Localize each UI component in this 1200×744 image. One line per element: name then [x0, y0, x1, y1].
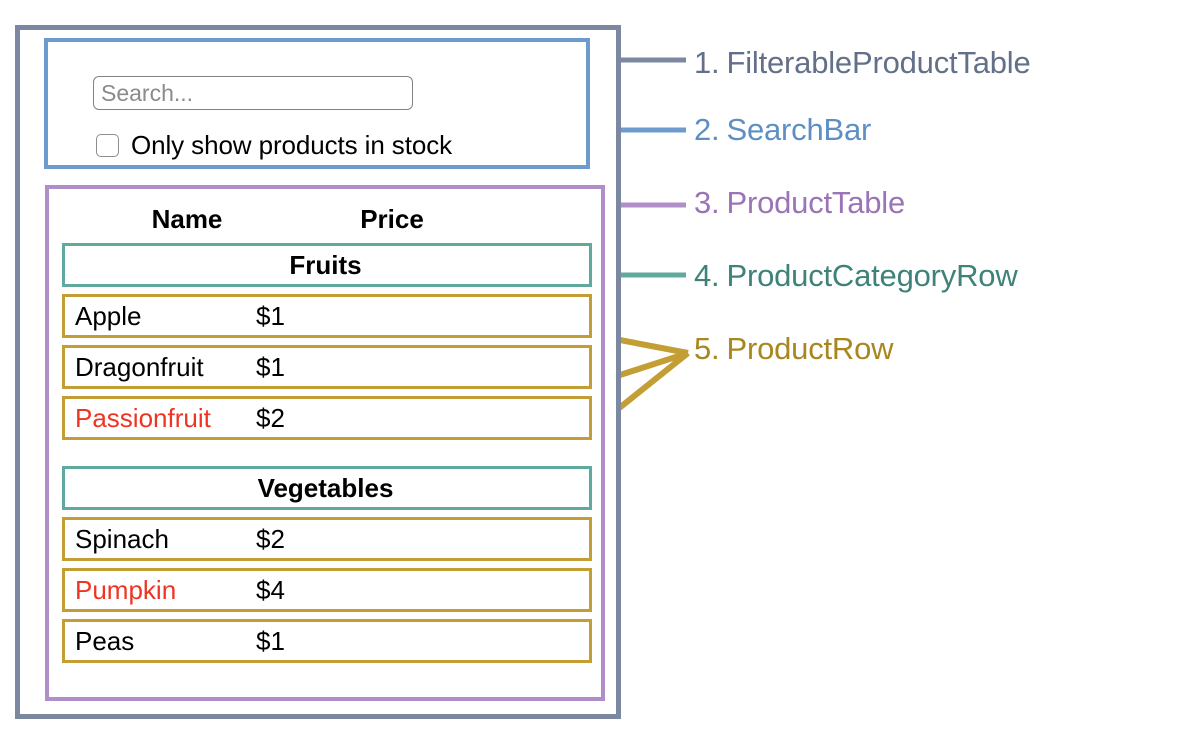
legend-number: 3.	[694, 185, 720, 220]
product-name: Passionfruit	[75, 402, 211, 433]
product-row: Pumpkin $4	[62, 568, 592, 612]
legend-item-product-category-row: 4.ProductCategoryRow	[694, 258, 1018, 294]
legend-label: ProductCategoryRow	[726, 258, 1018, 293]
in-stock-filter-row[interactable]: Only show products in stock	[96, 130, 452, 161]
product-price: $2	[256, 523, 285, 554]
product-name: Pumpkin	[75, 574, 177, 605]
product-price: $4	[256, 574, 285, 605]
legend-label: ProductTable	[726, 185, 906, 220]
product-category-label: Vegetables	[257, 472, 394, 503]
product-row: Apple $1	[62, 294, 592, 338]
legend-number: 5.	[694, 331, 720, 366]
product-price: $1	[256, 351, 285, 382]
product-table-boundary: Name Price Fruits Apple $1 Dragonfruit $…	[45, 185, 605, 701]
table-header-row: Name Price	[62, 195, 592, 243]
product-category-row: Fruits	[62, 243, 592, 287]
product-name: Spinach	[75, 523, 169, 554]
checkbox-unchecked-icon[interactable]	[96, 134, 119, 157]
legend-label: FilterableProductTable	[726, 45, 1031, 80]
product-row: Dragonfruit $1	[62, 345, 592, 389]
product-price: $2	[256, 402, 285, 433]
legend-item-search-bar: 2.SearchBar	[694, 112, 871, 148]
search-bar-boundary: Only show products in stock	[44, 38, 590, 169]
legend-item-product-table: 3.ProductTable	[694, 185, 905, 221]
product-row: Peas $1	[62, 619, 592, 663]
legend-number: 4.	[694, 258, 720, 293]
product-name: Peas	[75, 625, 135, 656]
product-price: $1	[256, 300, 285, 331]
legend-label: SearchBar	[726, 112, 872, 147]
product-category-row: Vegetables	[62, 466, 592, 510]
legend-label: ProductRow	[726, 331, 894, 366]
product-row: Passionfruit $2	[62, 396, 592, 440]
column-header-name: Name	[151, 203, 223, 234]
legend-number: 2.	[694, 112, 720, 147]
group-spacer	[62, 447, 592, 466]
product-row: Spinach $2	[62, 517, 592, 561]
product-category-label: Fruits	[289, 249, 362, 280]
product-table: Name Price Fruits Apple $1 Dragonfruit $…	[62, 195, 592, 670]
product-name: Apple	[75, 300, 142, 331]
in-stock-filter-label: Only show products in stock	[131, 130, 452, 160]
legend-item-filterable-product-table: 1.FilterableProductTable	[694, 45, 1031, 81]
product-name: Dragonfruit	[75, 351, 204, 382]
column-header-price: Price	[360, 203, 424, 234]
product-price: $1	[256, 625, 285, 656]
search-input[interactable]	[93, 76, 413, 110]
legend-item-product-row: 5.ProductRow	[694, 331, 894, 367]
legend-number: 1.	[694, 45, 720, 80]
